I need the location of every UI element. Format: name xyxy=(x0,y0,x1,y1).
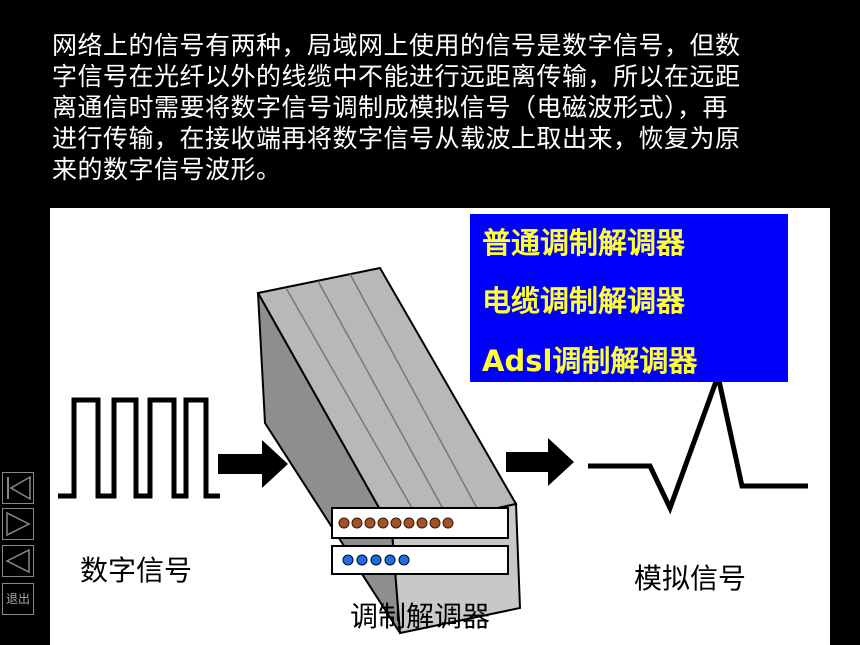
analog-wave xyxy=(588,367,808,515)
modem-type-item: Adsl调制解调器 xyxy=(482,344,698,378)
next-slide-icon xyxy=(2,508,34,540)
modem-label: 调制解调器 xyxy=(350,600,490,633)
exit-button[interactable]: 退出 xyxy=(2,583,34,615)
digital-signal-label: 数字信号 xyxy=(80,554,192,587)
arrow-right-icon xyxy=(218,440,288,488)
modem-illustration xyxy=(256,266,522,635)
next-slide-button[interactable] xyxy=(2,508,34,540)
analog-signal-label: 模拟信号 xyxy=(634,562,746,595)
paragraph-line: 来的数字信号波形。 xyxy=(52,155,282,184)
arrow-right-icon xyxy=(506,438,574,486)
modem-types-box: 普通调制解调器 电缆调制解调器 Adsl调制解调器 xyxy=(470,214,788,382)
paragraph-line: 离通信时需要将数字信号调制成模拟信号（电磁波形式），再 xyxy=(52,93,729,122)
first-slide-button[interactable] xyxy=(2,472,34,504)
digital-wave xyxy=(58,397,220,499)
previous-slide-icon xyxy=(2,545,34,577)
modem-type-item: 普通调制解调器 xyxy=(482,226,686,260)
previous-slide-button[interactable] xyxy=(2,545,34,577)
paragraph-line: 进行传输，在接收端再将数字信号从载波上取出来，恢复为原 xyxy=(52,124,741,153)
paragraph-line: 网络上的信号有两种，局域网上使用的信号是数字信号，但数 xyxy=(52,31,741,60)
paragraph-line: 字信号在光纤以外的线缆中不能进行远距离传输，所以在远距 xyxy=(52,62,741,91)
first-slide-icon xyxy=(2,472,34,504)
modem-type-item: 电缆调制解调器 xyxy=(482,284,686,318)
intro-paragraph: 网络上的信号有两种，局域网上使用的信号是数字信号，但数 字信号在光纤以外的线缆中… xyxy=(52,30,832,185)
